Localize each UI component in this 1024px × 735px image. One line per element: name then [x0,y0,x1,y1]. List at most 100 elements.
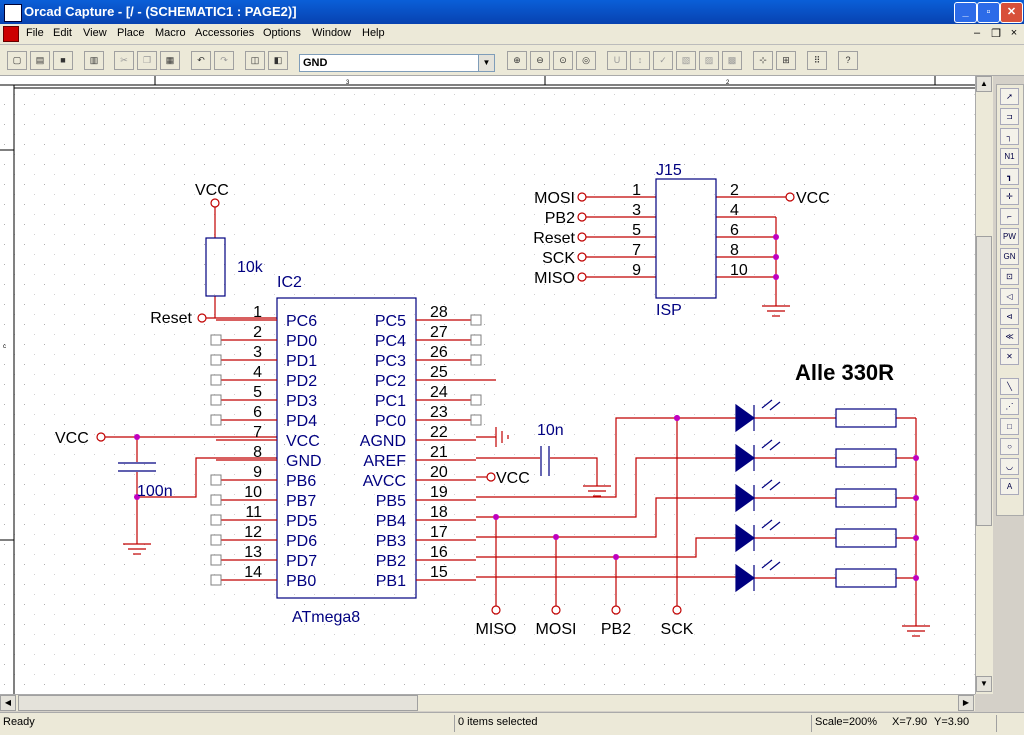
led-arrow-icon [761,559,773,569]
led-icon [735,563,756,593]
menu-help[interactable]: Help [362,27,385,39]
redo-icon[interactable]: ↷ [214,51,234,70]
scroll-right-icon[interactable]: ▶ [958,695,974,711]
help-icon[interactable]: ? [838,51,858,70]
ic-pin-name: PC1 [375,393,406,410]
menu-view[interactable]: View [83,27,107,39]
wires [105,196,930,637]
connector-pin-number: 3 [632,202,641,219]
netlist-icon[interactable]: ▧ [676,51,696,70]
place-pin-icon[interactable]: ⊲ [1000,308,1019,325]
bom-icon[interactable]: ▩ [722,51,742,70]
place-polyline-icon[interactable]: ⋰ [1000,398,1019,415]
scroll-left-icon[interactable]: ◀ [0,695,16,711]
place-no-connect-icon[interactable]: ✕ [1000,348,1019,365]
place-port-icon[interactable]: ◁ [1000,288,1019,305]
snap-to-grid-icon[interactable]: ⊹ [753,51,773,70]
place-ground-icon[interactable]: GN [1000,248,1019,265]
back-annotate-icon[interactable]: ↕ [630,51,650,70]
junction-dot [913,455,919,461]
place-net-alias-icon[interactable]: N1 [1000,148,1019,165]
place-line-icon[interactable]: ╲ [1000,378,1019,395]
isp-net-label: Reset [533,230,575,247]
menu-place[interactable]: Place [117,27,145,39]
place-off-page-icon[interactable]: ≪ [1000,328,1019,345]
zoom-all-icon[interactable]: ◎ [576,51,596,70]
junction-dot [913,535,919,541]
scroll-down-icon[interactable]: ▼ [976,676,992,692]
ic-pin-number: 24 [430,384,448,401]
alle-330r-label: Alle 330R [795,360,894,385]
place-bus-entry-icon[interactable]: ⌐ [1000,208,1019,225]
place-arc-icon[interactable]: ◡ [1000,458,1019,475]
close-button[interactable]: ✕ [1000,2,1023,23]
document-icon[interactable] [3,26,19,42]
wire [476,497,736,538]
drag-connected-icon[interactable]: ⠿ [807,51,827,70]
place-rectangle-icon[interactable]: □ [1000,418,1019,435]
annotate-icon[interactable]: U [607,51,627,70]
menu-options[interactable]: Options [263,27,301,39]
cross-reference-icon[interactable]: ▨ [699,51,719,70]
horizontal-scrollbar[interactable]: ◀ ▶ [0,694,975,711]
schematic-drawing[interactable]: 3 2 c IC2ATmega81PC62PD03PD14PD25PD36PD4… [0,76,975,694]
ic-pin-name: PB4 [376,513,406,530]
place-power-icon[interactable]: PW [1000,228,1019,245]
ic-pin-number: 3 [253,344,262,361]
mdi-close-button[interactable]: × [1010,27,1018,39]
place-bus-icon[interactable]: ┓ [1000,168,1019,185]
no-connect-icon [470,394,482,406]
place-wire-icon[interactable]: ┐ [1000,128,1019,145]
new-icon[interactable]: ▢ [7,51,27,70]
vertical-scroll-thumb[interactable] [976,236,992,526]
place-junction-icon[interactable]: ✛ [1000,188,1019,205]
no-connect-icon [470,414,482,426]
mdi-restore-button[interactable]: ❐ [991,28,1001,40]
area-select-icon[interactable]: ⊞ [776,51,796,70]
title-bar[interactable]: Orcad Capture - [/ - (SCHEMATIC1 : PAGE2… [0,0,1024,24]
ruler-label-2: 2 [726,80,730,86]
drc-icon[interactable]: ✓ [653,51,673,70]
status-bar: Ready 0 items selected Scale=200% X=7.90… [0,712,1024,735]
menu-edit[interactable]: Edit [53,27,72,39]
cut-icon[interactable]: ✂ [114,51,134,70]
place-text-icon[interactable]: A [1000,478,1019,495]
minimize-button[interactable]: _ [954,2,977,23]
project-manager-icon[interactable]: ◫ [245,51,265,70]
led-arrow-icon [769,481,781,491]
isp-port-icon [577,192,587,202]
app-icon[interactable] [4,4,22,22]
menu-file[interactable]: File [26,27,44,39]
open-icon[interactable]: ▤ [30,51,50,70]
place-hierarchical-block-icon[interactable]: ⊡ [1000,268,1019,285]
horizontal-scroll-thumb[interactable] [18,695,418,711]
junction-dot [674,415,680,421]
zoom-out-icon[interactable]: ⊖ [530,51,550,70]
select-tool-icon[interactable]: ➚ [1000,88,1019,105]
ic-pin-name: AREF [363,453,406,470]
copy-icon[interactable]: ❐ [137,51,157,70]
scroll-up-icon[interactable]: ▲ [976,76,992,92]
part-combo[interactable]: GND ▼ [299,54,495,72]
chevron-down-icon[interactable]: ▼ [478,55,494,71]
print-icon[interactable]: ▥ [84,51,104,70]
menu-window[interactable]: Window [312,27,352,39]
schematic-icon[interactable]: ◧ [268,51,288,70]
place-ellipse-icon[interactable]: ○ [1000,438,1019,455]
menu-accessories[interactable]: Accessories [195,27,255,39]
ic-pin-name: GND [286,453,322,470]
paste-icon[interactable]: ▦ [160,51,180,70]
vertical-scrollbar[interactable]: ▲ ▼ [975,76,993,694]
zoom-in-icon[interactable]: ⊕ [507,51,527,70]
save-icon[interactable]: ■ [53,51,73,70]
ic-pin-number: 4 [253,364,262,381]
undo-icon[interactable]: ↶ [191,51,211,70]
maximize-button[interactable]: ▫ [977,2,1000,23]
menu-macro[interactable]: Macro [155,27,186,39]
window-title: Orcad Capture - [/ - (SCHEMATIC1 : PAGE2… [24,4,297,19]
ic-pin-number: 22 [430,424,448,441]
mdi-minimize-button[interactable]: – [973,27,981,39]
zoom-area-icon[interactable]: ⊙ [553,51,573,70]
place-part-icon[interactable]: ⊐ [1000,108,1019,125]
